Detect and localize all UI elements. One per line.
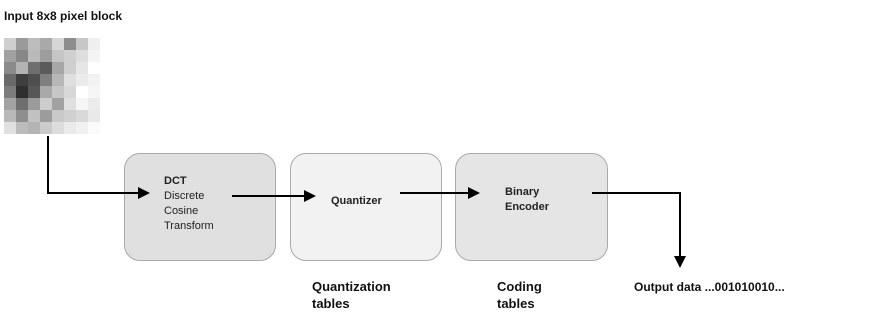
coding-tables-line2: tables [497,296,535,311]
encoder-title-line2: Encoder [505,201,550,213]
pixel-block-image [4,38,100,134]
pixel-cell [40,38,52,50]
pixel-cell [28,110,40,122]
pixel-cell [64,62,76,74]
coding-tables-label: Coding tables [497,278,542,312]
pixel-cell [16,110,28,122]
binary-encoder-box [455,153,608,261]
pixel-cell [76,86,88,98]
pixel-cell [76,74,88,86]
pixel-cell [64,38,76,50]
pixel-cell [28,86,40,98]
pixel-cell [64,98,76,110]
dct-line3: Transform [164,220,214,232]
pixel-cell [4,62,16,74]
pixel-cell [28,122,40,134]
input-block-label: Input 8x8 pixel block [4,9,123,23]
quantizer-title: Quantizer [331,195,382,207]
pixel-cell [40,98,52,110]
pixel-cell [52,86,64,98]
coding-tables-line1: Coding [497,279,542,294]
pixel-cell [40,62,52,74]
pixel-cell [88,110,100,122]
quantizer-box [290,153,442,261]
dct-text: DCT Discrete Cosine Transform [164,174,214,234]
pixel-cell [28,74,40,86]
pixel-cell [40,50,52,62]
dct-box [124,153,276,261]
dct-line1: Discrete [164,190,205,202]
pixel-cell [88,98,100,110]
pixel-cell [52,38,64,50]
pixel-cell [52,122,64,134]
pixel-cell [88,122,100,134]
pixel-cell [88,74,100,86]
output-data-label: Output data ...001010010... [634,280,785,294]
pixel-cell [28,62,40,74]
pixel-cell [76,62,88,74]
quantization-tables-line2: tables [312,296,350,311]
pixel-cell [4,122,16,134]
pixel-cell [4,74,16,86]
pixel-cell [28,98,40,110]
pixel-cell [64,110,76,122]
quantization-tables-line1: Quantization [312,279,391,294]
pixel-cell [88,50,100,62]
pixel-cell [76,98,88,110]
pixel-cell [88,86,100,98]
pixel-cell [28,38,40,50]
pixel-cell [4,98,16,110]
arrow-input-to-dct [47,136,150,199]
encoder-title-line1: Binary [505,186,540,198]
dct-line2: Cosine [164,205,199,217]
pixel-cell [40,110,52,122]
pixel-cell [16,98,28,110]
pixel-cell [64,122,76,134]
pixel-cell [40,86,52,98]
pixel-cell [16,38,28,50]
pixel-cell [16,62,28,74]
pixel-cell [88,38,100,50]
pixel-cell [4,50,16,62]
pixel-cell [4,38,16,50]
pixel-cell [4,110,16,122]
pixel-cell [52,74,64,86]
pixel-cell [64,74,76,86]
pixel-cell [64,50,76,62]
pixel-cell [88,62,100,74]
pixel-cell [28,50,40,62]
pixel-cell [76,50,88,62]
pixel-cell [64,86,76,98]
pixel-cell [76,38,88,50]
pixel-cell [76,110,88,122]
pixel-cell [40,74,52,86]
encoder-text: Binary Encoder [505,185,549,215]
quantization-tables-label: Quantization tables [312,278,391,312]
pixel-cell [16,122,28,134]
pixel-cell [52,98,64,110]
pixel-cell [16,86,28,98]
pixel-cell [40,122,52,134]
quantizer-text: Quantizer [331,194,382,209]
pixel-cell [52,62,64,74]
pixel-cell [16,50,28,62]
dct-title: DCT [164,175,187,187]
pixel-cell [76,122,88,134]
pixel-cell [52,50,64,62]
pixel-cell [52,110,64,122]
pixel-cell [16,74,28,86]
pixel-cell [4,86,16,98]
arrow-encoder-to-output [592,192,686,268]
